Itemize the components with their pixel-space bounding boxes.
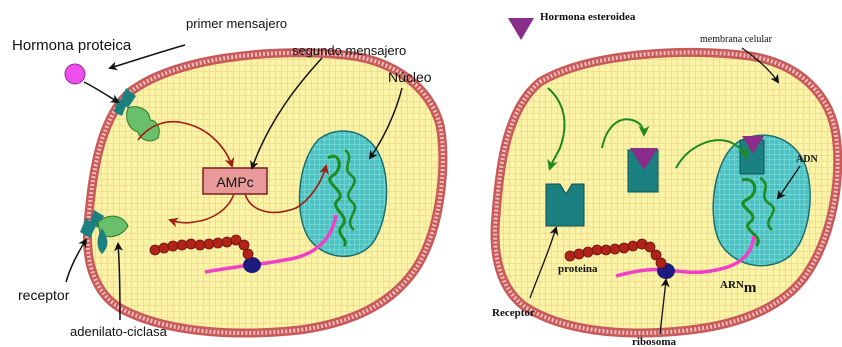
amp-label: AMPc bbox=[216, 174, 253, 190]
label-dna: ADN bbox=[796, 154, 818, 165]
protein-hormone-sphere bbox=[65, 64, 85, 84]
label-steroid-hormone: Hormona esteroidea bbox=[540, 11, 636, 23]
label-adenylate-cyclase: adenilato-ciclasa bbox=[70, 324, 168, 339]
right-panel: Hormona esteroidea membrana celular ADN … bbox=[492, 11, 838, 347]
label-nucleus: Núcleo bbox=[388, 69, 432, 85]
arrow-hormone-to-receptor bbox=[84, 82, 118, 102]
label-second-messenger: segundo mensajero bbox=[292, 43, 406, 58]
label-mrna-sub: m bbox=[744, 280, 757, 296]
left-panel: AMPc Hormona proteica primer mensajero bbox=[12, 16, 443, 339]
label-first-messenger: primer mensajero bbox=[186, 16, 287, 31]
label-receptor-right: Receptor bbox=[492, 307, 535, 319]
label-protein: proteina bbox=[558, 263, 598, 275]
label-ribosome: ribosoma bbox=[632, 336, 677, 347]
label-protein-hormone: Hormona proteica bbox=[12, 37, 132, 54]
label-mrna-main: ARN bbox=[720, 279, 744, 291]
steroid-hormone-triangle bbox=[508, 18, 534, 40]
left-ribosome bbox=[243, 257, 261, 273]
arrow-receptor bbox=[66, 240, 86, 282]
label-cell-membrane: membrana celular bbox=[700, 34, 773, 45]
label-receptor: receptor bbox=[18, 287, 70, 303]
